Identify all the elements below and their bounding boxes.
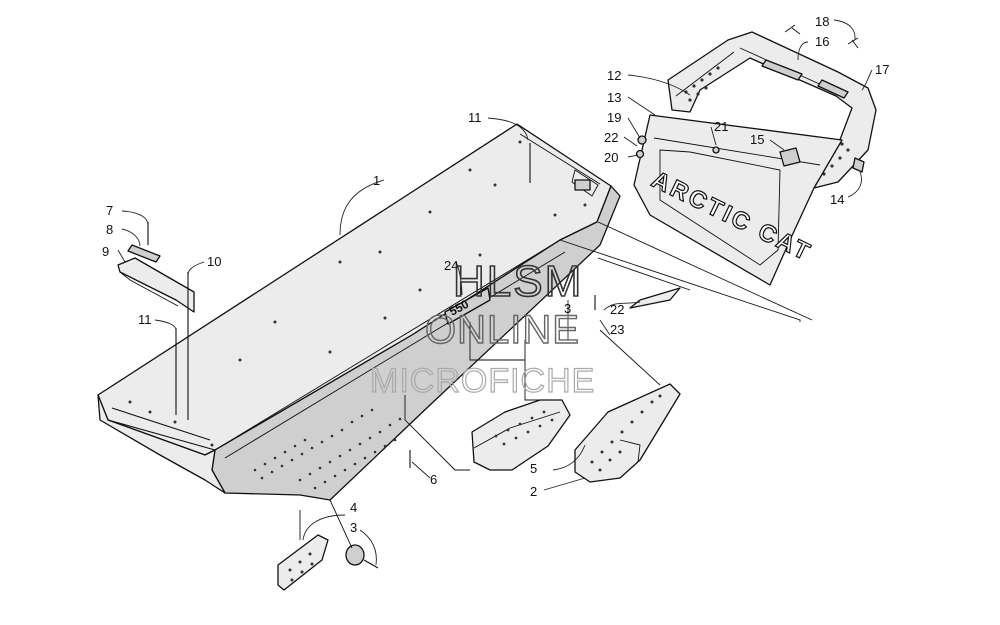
washer-part [345, 544, 379, 569]
callout-17: 17 [875, 62, 889, 77]
callout-16: 16 [815, 34, 829, 49]
foot-rest-part [471, 399, 571, 471]
foot-plate-part [574, 383, 681, 483]
watermark-line2: ONLINE [425, 308, 580, 352]
callout-11: 11 [468, 110, 482, 125]
callout-10: 10 [207, 254, 221, 269]
callout-6: 6 [430, 472, 437, 487]
callout-3: 3 [564, 301, 571, 316]
tunnel-badge: 550 [444, 287, 491, 325]
lower-plate-part [277, 534, 329, 591]
callout-9: 9 [102, 244, 109, 259]
callout-21: 21 [714, 119, 728, 134]
callout-8: 8 [106, 222, 113, 237]
flap-hardware [635, 24, 865, 173]
callout-19: 19 [607, 110, 621, 125]
leader-lines [117, 19, 873, 566]
callout-7: 7 [106, 203, 113, 218]
watermark: HLSM ONLINE MICROFICHE [369, 256, 595, 400]
callout-15: 15 [750, 132, 764, 147]
callout-22b: 22 [610, 302, 624, 317]
tunnel-part: 550 [97, 123, 621, 501]
callout-23: 23 [610, 322, 624, 337]
callout-12: 12 [607, 68, 621, 83]
callout-20: 20 [604, 150, 618, 165]
callout-labels: 1 2 3 3 4 5 6 7 8 9 10 11 11 12 13 14 15… [102, 14, 889, 535]
callout-18: 18 [815, 14, 829, 29]
callout-13: 13 [607, 90, 621, 105]
callout-5: 5 [530, 461, 537, 476]
tunnel-brace-part [117, 244, 195, 313]
callout-3b: 3 [350, 520, 357, 535]
bolts [147, 143, 596, 468]
assembly-lines [299, 221, 813, 549]
callout-1: 1 [373, 173, 380, 188]
decal-part [629, 287, 681, 309]
callout-22: 22 [604, 130, 618, 145]
callout-14: 14 [830, 192, 844, 207]
callout-2: 2 [530, 484, 537, 499]
callout-11b: 11 [138, 312, 152, 327]
watermark-line1: HLSM [453, 257, 583, 306]
snow-flap-part: ARCTIC CAT [633, 114, 843, 286]
callout-4: 4 [350, 500, 357, 515]
watermark-line3: MICROFICHE [370, 362, 595, 400]
callout-24: 24 [444, 258, 458, 273]
